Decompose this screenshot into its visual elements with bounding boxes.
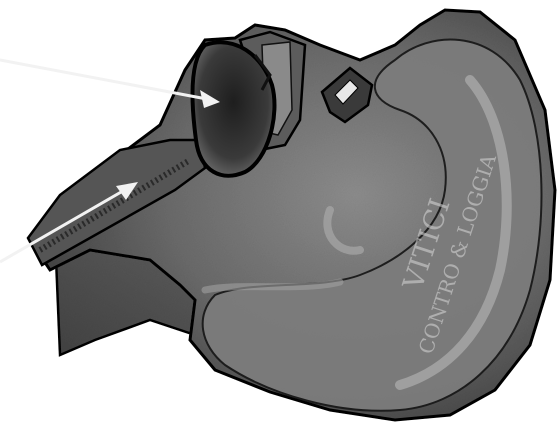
ear-anatomy-illustration: VITICI CONTRO & LOGGIA (0, 0, 558, 430)
